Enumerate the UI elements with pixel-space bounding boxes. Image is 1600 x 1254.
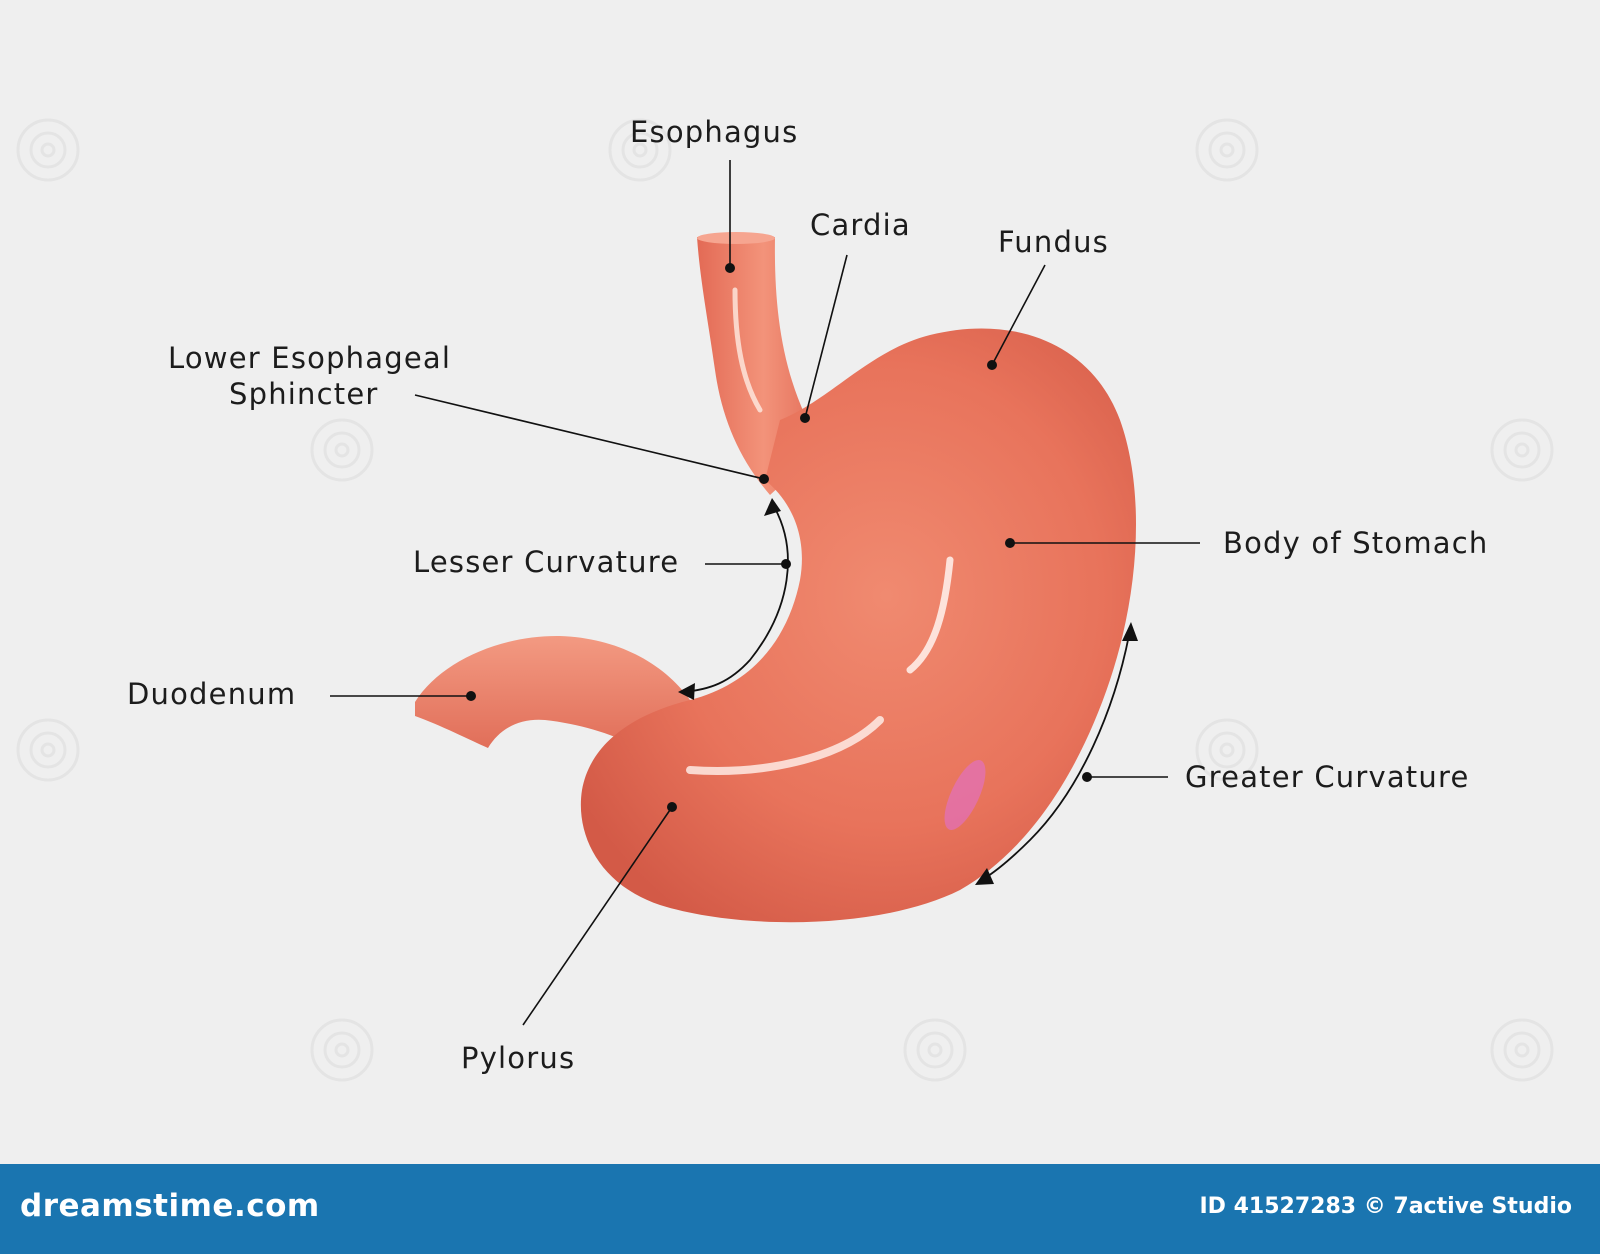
- pylorus-label: Pylorus: [461, 1041, 575, 1075]
- footer-credit: ID 41527283 © 7active Studio: [1199, 1194, 1573, 1219]
- greater-curvature-arrowhead-top: [1122, 622, 1138, 641]
- watermark-logos: [16, 118, 1554, 1082]
- body-of-stomach-label: Body of Stomach: [1223, 526, 1488, 560]
- greater-curvature-label: Greater Curvature: [1185, 760, 1470, 794]
- footer-brand[interactable]: dreamstime.com: [20, 1188, 320, 1224]
- stomach-sheen: [944, 760, 986, 830]
- cardia-label: Cardia: [810, 208, 911, 242]
- duodenum-label: Duodenum: [127, 677, 296, 711]
- label-lesser-curvature: Lesser Curvature: [413, 498, 791, 700]
- lesser-curvature-arc: [681, 502, 789, 693]
- label-cardia: Cardia: [800, 208, 911, 423]
- label-pylorus: Pylorus: [461, 802, 677, 1075]
- stomach-body-shape: [580, 328, 1137, 923]
- label-lower-esophageal-sphincter: Lower Esophageal Sphincter: [168, 341, 769, 484]
- footer-bar: dreamstime.com ID 41527283 © 7active Stu…: [0, 1164, 1600, 1254]
- stomach-illustration: [415, 232, 1137, 923]
- lesser-curvature-label: Lesser Curvature: [413, 545, 679, 579]
- label-esophagus: Esophagus: [630, 115, 798, 273]
- label-duodenum: Duodenum: [127, 677, 476, 711]
- duodenum-shape: [415, 635, 690, 760]
- label-body-of-stomach: Body of Stomach: [1005, 526, 1488, 560]
- les-label-line1: Lower Esophageal: [168, 341, 451, 375]
- esophagus-label: Esophagus: [630, 115, 798, 149]
- esophagus-highlight: [732, 287, 763, 413]
- stomach-highlight: [906, 556, 954, 674]
- greater-curvature-arc: [981, 629, 1131, 881]
- esophagus-opening: [697, 232, 775, 244]
- label-fundus: Fundus: [987, 225, 1109, 370]
- greater-curvature-arrowhead-bottom: [975, 868, 994, 885]
- les-label-line2: Sphincter: [229, 377, 379, 411]
- stomach-anatomy-diagram: Esophagus Cardia Fundus Lower Esophageal…: [16, 115, 1554, 1082]
- lesser-curvature-arrowhead-top: [764, 498, 781, 516]
- stomach-highlight-lower: [686, 716, 884, 775]
- lesser-curvature-arrowhead-bottom: [678, 683, 695, 700]
- label-greater-curvature: Greater Curvature: [975, 622, 1470, 885]
- fundus-label: Fundus: [998, 225, 1109, 259]
